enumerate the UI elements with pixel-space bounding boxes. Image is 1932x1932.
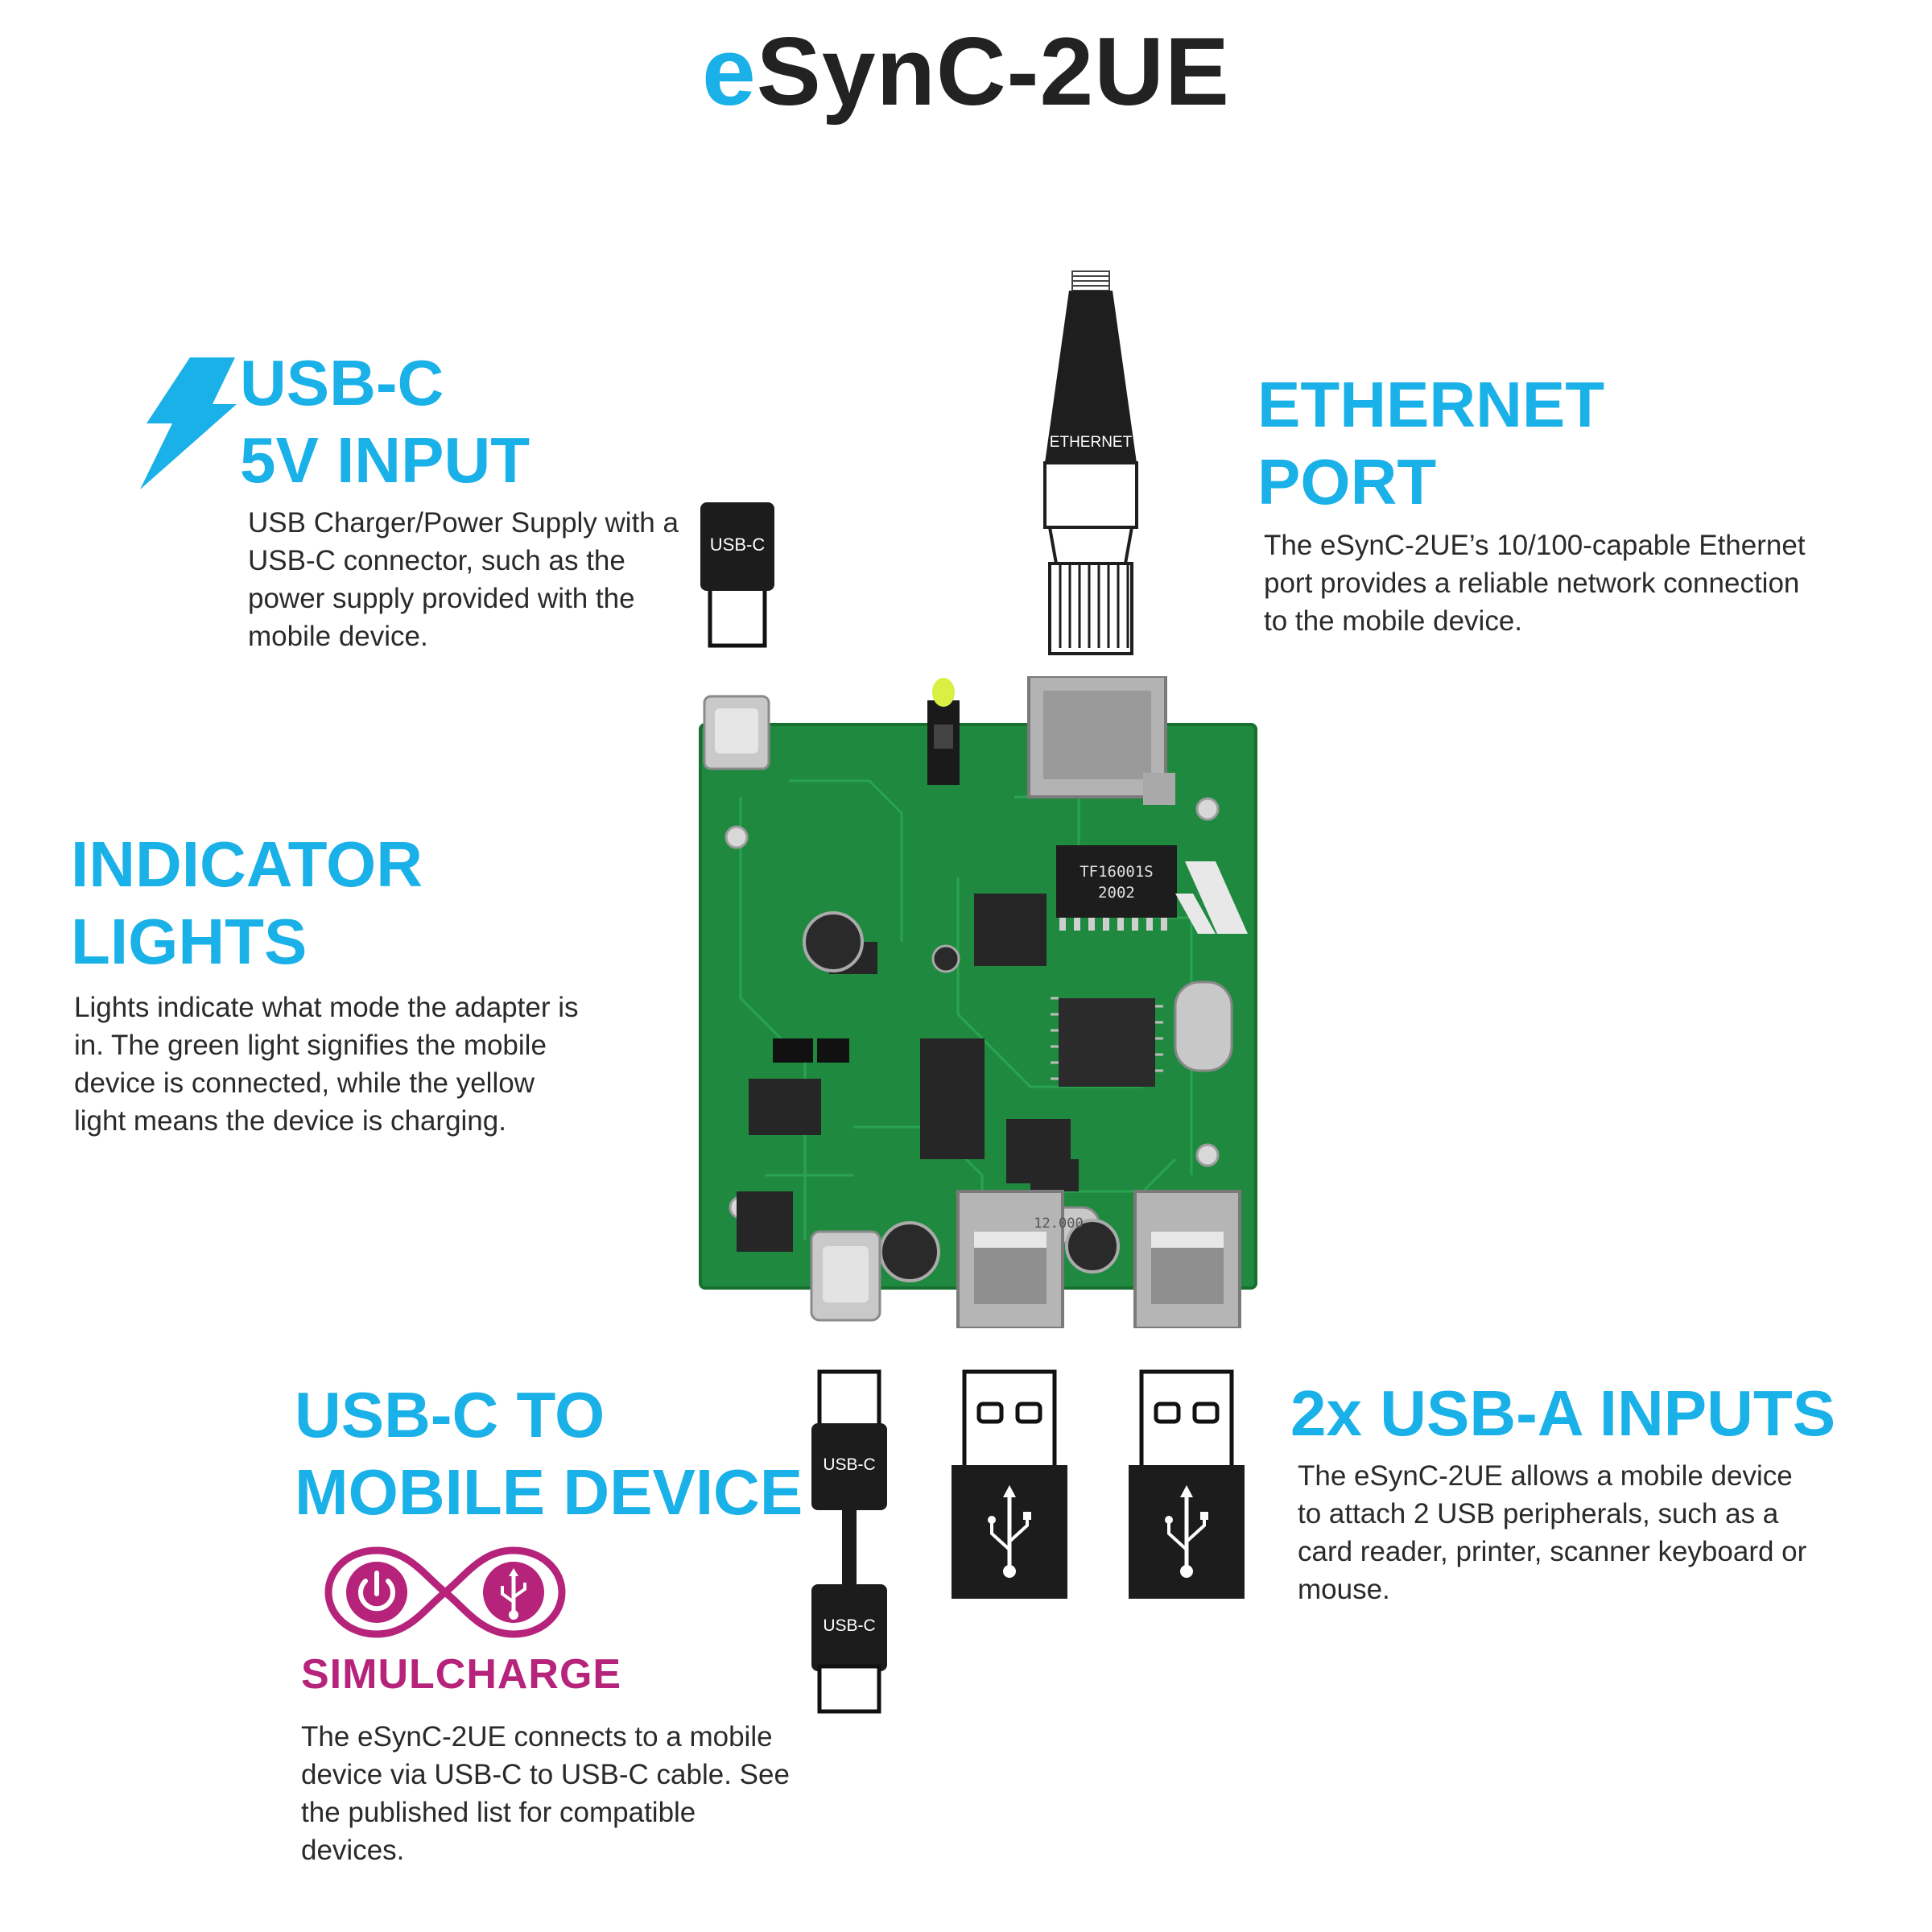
usb-c-mobile-heading: USB-C TO MOBILE DEVICE [295, 1377, 803, 1531]
usb-c-mobile-heading-line2: MOBILE DEVICE [295, 1456, 803, 1528]
cable-label-top: USB-C [823, 1455, 876, 1474]
usb-c-input-description: USB Charger/Power Supply with a USB-C co… [248, 507, 679, 652]
usb-c-mobile-heading-line1: USB-C TO [295, 1379, 605, 1451]
title-rest: SynC-2UE [756, 18, 1230, 126]
ethernet-port-heading: ETHERNET PORT [1257, 366, 1604, 521]
board-chip-sublabel: 2002 [1098, 884, 1135, 902]
lightning-bolt-icon [135, 354, 240, 491]
usb-c-input-heading-line2: 5V INPUT [240, 424, 530, 496]
indicator-lights-heading: INDICATOR LIGHTS [71, 826, 423, 980]
usb-c-input-heading: USB-C 5V INPUT [240, 345, 530, 499]
usb-c-connector-icon: USB-C [697, 499, 778, 648]
board-chip-label: TF16001S [1080, 863, 1154, 881]
ethernet-connector-icon: ETHERNET [1038, 270, 1143, 656]
usb-a-connector-icon [1125, 1368, 1246, 1602]
indicator-heading-line1: INDICATOR [71, 828, 423, 900]
ethernet-heading-line2: PORT [1257, 446, 1437, 518]
usb-a-inputs-description: The eSynC-2UE allows a mobile device to … [1298, 1460, 1807, 1605]
indicator-lights-description: Lights indicate what mode the adapter is… [74, 992, 579, 1137]
simulcharge-label: SIMULCHARGE [301, 1651, 622, 1698]
indicator-heading-line2: LIGHTS [71, 906, 308, 977]
usb-c-cable-icon: USB-C USB-C [805, 1368, 894, 1715]
cable-label-bottom: USB-C [823, 1616, 876, 1635]
circuit-board: TF16001S 2002 12.000 [692, 676, 1260, 1328]
ethernet-port-description: The eSynC-2UE’s 10/100-capable Ethernet … [1264, 530, 1806, 637]
usb-c-input-heading-line1: USB-C [240, 347, 444, 419]
page-title: eSynC-2UE [0, 16, 1932, 127]
usb-c-mobile-description: The eSynC-2UE connects to a mobile devic… [301, 1721, 790, 1866]
usb-c-input-connector-label: USB-C [709, 535, 766, 555]
simulcharge-infinity-icon [320, 1536, 570, 1649]
usb-a-connector-icon [948, 1368, 1069, 1602]
ethernet-connector-label: ETHERNET [1049, 434, 1133, 451]
board-crystal-label: 12.000 [1034, 1216, 1084, 1232]
ethernet-heading-line1: ETHERNET [1257, 369, 1605, 440]
usb-a-inputs-heading: 2x USB-A INPUTS [1290, 1377, 1836, 1449]
title-prefix: e [702, 18, 757, 126]
